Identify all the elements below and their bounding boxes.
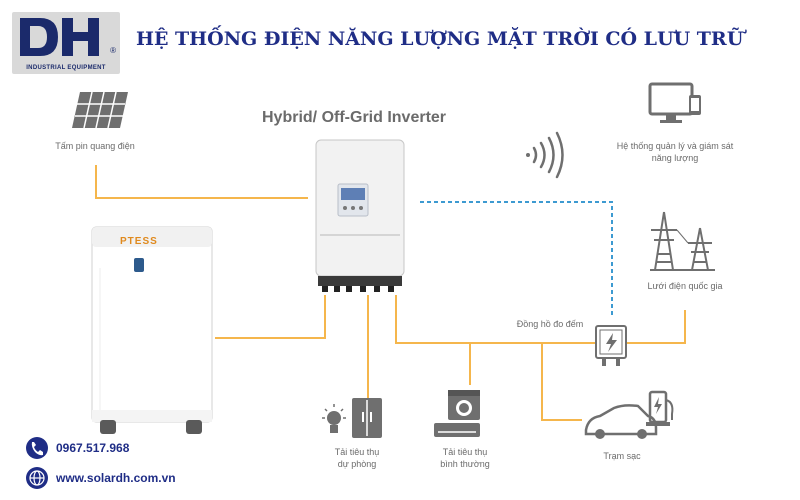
charging-station-icon bbox=[646, 390, 674, 426]
washing-machine-icon bbox=[448, 390, 480, 420]
meter-label: Đồng hồ đo đếm bbox=[516, 319, 584, 329]
logo-letters-graphic bbox=[20, 18, 99, 56]
battery-brand: PTESS bbox=[120, 236, 158, 247]
electric-meter-icon bbox=[595, 325, 627, 366]
battery-cabinet-icon bbox=[91, 226, 213, 434]
backup-load-label: Tải tiêu thụ dự phòng bbox=[334, 447, 380, 469]
power-lines bbox=[95, 165, 686, 421]
contact-phone[interactable]: 0967.517.968 bbox=[56, 441, 130, 455]
contact-website[interactable]: www.solardh.com.vn bbox=[56, 471, 176, 485]
line-meter-to-grid bbox=[622, 310, 686, 344]
registered-mark: ® bbox=[110, 46, 116, 55]
electric-car-icon bbox=[584, 404, 658, 439]
globe-icon bbox=[26, 467, 48, 489]
company-logo: ® INDUSTRIAL EQUIPMENT bbox=[12, 12, 120, 74]
monitoring-label: Hệ thống quản lý và giám sát năng lượng bbox=[616, 141, 734, 163]
phone-icon bbox=[689, 95, 701, 115]
logo-subtitle: INDUSTRIAL EQUIPMENT bbox=[26, 65, 106, 71]
wifi-signal-icon bbox=[526, 131, 564, 179]
inverter-icon bbox=[315, 139, 405, 292]
line-charging-station bbox=[541, 343, 582, 421]
solar-panel-label: Tấm pin quang điện bbox=[55, 141, 135, 151]
power-tower-icon bbox=[650, 211, 715, 271]
inverter-label: Hybrid/ Off-Grid Inverter bbox=[262, 109, 447, 126]
line-battery-to-inverter bbox=[215, 295, 326, 339]
line-solar-to-inverter bbox=[95, 165, 308, 199]
page-title: HỆ THỐNG ĐIỆN NĂNG LƯỢNG MẶT TRỜI CÓ LƯU… bbox=[136, 28, 744, 50]
monitor-icon bbox=[648, 82, 694, 123]
line-inverter-to-meter bbox=[395, 295, 622, 344]
air-conditioner-icon bbox=[434, 423, 480, 437]
charging-station-label: Trạm sạc bbox=[603, 451, 641, 461]
solar-panel-icon bbox=[72, 91, 128, 129]
normal-load-label: Tải tiêu thụ bình thường bbox=[440, 447, 490, 469]
phone-contact-icon bbox=[26, 437, 48, 459]
light-bulb-icon bbox=[322, 404, 346, 433]
refrigerator-icon bbox=[352, 398, 382, 438]
grid-label: Lưới điện quốc gia bbox=[647, 281, 723, 291]
data-line-monitoring bbox=[420, 201, 613, 318]
